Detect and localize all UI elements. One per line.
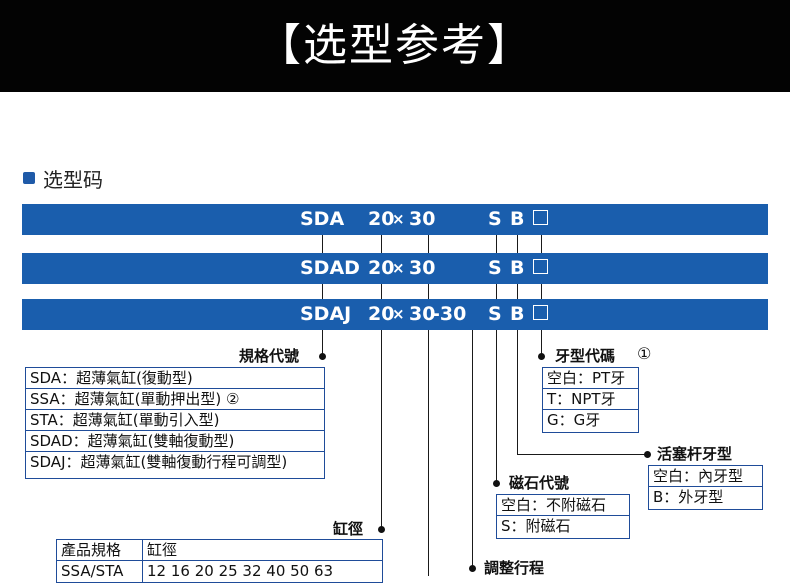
table-row: SDA：超薄氣缸(復動型) <box>26 368 324 389</box>
table-row: G：G牙 <box>547 411 601 429</box>
section-title: 选型码 <box>43 167 103 192</box>
code-s: S <box>488 208 502 230</box>
spec-label: 規格代號 <box>239 347 300 365</box>
table-row: SSA：超薄氣缸(單動押出型) ② <box>26 389 324 410</box>
connector-dot <box>493 480 500 487</box>
adjust-label: 調整行程 <box>484 559 545 577</box>
thread-placeholder-box-icon <box>533 210 548 225</box>
table-row: 空白：內牙型 <box>649 466 762 487</box>
thread-placeholder-box-icon <box>533 259 548 274</box>
connector-line <box>541 284 542 299</box>
square-bullet-icon <box>23 172 35 184</box>
connector-dot <box>469 565 476 572</box>
thread-label: 牙型代碼 <box>555 347 616 365</box>
page-title: 【选型参考】 <box>257 20 533 71</box>
connector-dot <box>319 353 326 360</box>
code-size: 20 <box>368 208 395 230</box>
magnet-table: 空白：不附磁石 S：附磁石 <box>496 494 630 539</box>
table-row: 空白：不附磁石 <box>497 495 629 516</box>
code-b: B <box>510 208 525 230</box>
code-stroke: 30 <box>409 257 436 279</box>
bore-label: 缸徑 <box>333 520 364 538</box>
connector-line <box>517 284 518 299</box>
table-row: 空白：PT牙 <box>543 368 638 389</box>
connector-dot <box>644 451 651 458</box>
table-row: SDAJ：超薄氣缸(雙軸復動行程可調型) <box>30 453 288 471</box>
table-row: S：附磁石 <box>501 517 571 535</box>
table-header-cell: 產品規格 <box>57 540 143 560</box>
table-cell: 12 16 20 25 32 40 50 63 <box>147 562 334 580</box>
header-bar: 【选型参考】 <box>0 0 790 92</box>
table-header-row: 產品規格缸徑 <box>57 540 382 561</box>
code-band-sda: SDA 20 × 30 S B <box>22 204 768 235</box>
code-stroke: 30 <box>409 208 436 230</box>
code-band-sdad: SDAD 20 × 30 S B <box>22 253 768 284</box>
code-model: SDA <box>300 208 345 230</box>
code-times: × <box>392 305 405 323</box>
code-times: × <box>392 210 405 228</box>
connector-dot <box>538 353 545 360</box>
table-row: STA：超薄氣缸(單動引入型) <box>26 410 324 431</box>
spec-table: SDA：超薄氣缸(復動型) SSA：超薄氣缸(單動押出型) ② STA：超薄氣缸… <box>25 367 325 479</box>
section-heading: 选型码 <box>23 165 103 192</box>
connector-line <box>428 235 429 253</box>
code-s: S <box>488 257 502 279</box>
table-row: T：NPT牙 <box>543 389 638 410</box>
connector-line <box>322 330 323 356</box>
connector-line <box>428 330 429 576</box>
rod-label: 活塞杆牙型 <box>657 445 733 463</box>
table-cell: SSA/STA <box>57 561 143 582</box>
table-header-cell: 缸徑 <box>147 541 178 559</box>
rod-table: 空白：內牙型 B：外牙型 <box>648 465 763 510</box>
connector-line <box>541 330 542 356</box>
connector-line <box>381 284 382 299</box>
code-model: SDAD <box>300 257 360 279</box>
table-row: SDAD：超薄氣缸(雙軸復動型) <box>26 431 324 452</box>
connector-line <box>541 235 542 253</box>
code-size: 20 <box>368 303 395 325</box>
connector-line <box>517 454 647 455</box>
code-b: B <box>510 257 525 279</box>
connector-line <box>496 235 497 253</box>
connector-line <box>496 284 497 299</box>
connector-line <box>517 330 518 454</box>
connector-line <box>428 284 429 299</box>
thread-placeholder-box-icon <box>533 305 548 320</box>
connector-line <box>322 284 323 299</box>
thread-table: 空白：PT牙 T：NPT牙 G：G牙 <box>542 367 639 433</box>
connector-dot <box>378 526 385 533</box>
code-adjust: -30 <box>432 303 467 325</box>
connector-line <box>517 235 518 253</box>
connector-line <box>381 235 382 253</box>
code-size: 20 <box>368 257 395 279</box>
connector-line <box>322 235 323 253</box>
code-s: S <box>488 303 502 325</box>
magnet-label: 磁石代號 <box>509 474 570 492</box>
connector-line <box>496 330 497 483</box>
code-b: B <box>510 303 525 325</box>
connector-line <box>381 330 382 530</box>
code-model: SDAJ <box>300 303 352 325</box>
code-times: × <box>392 259 405 277</box>
connector-line <box>472 330 473 566</box>
code-band-sdaj: SDAJ 20 × 30 -30 S B <box>22 299 768 330</box>
thread-note-marker: ① <box>637 344 652 363</box>
table-row: B：外牙型 <box>653 488 724 506</box>
code-stroke: 30 <box>409 303 436 325</box>
